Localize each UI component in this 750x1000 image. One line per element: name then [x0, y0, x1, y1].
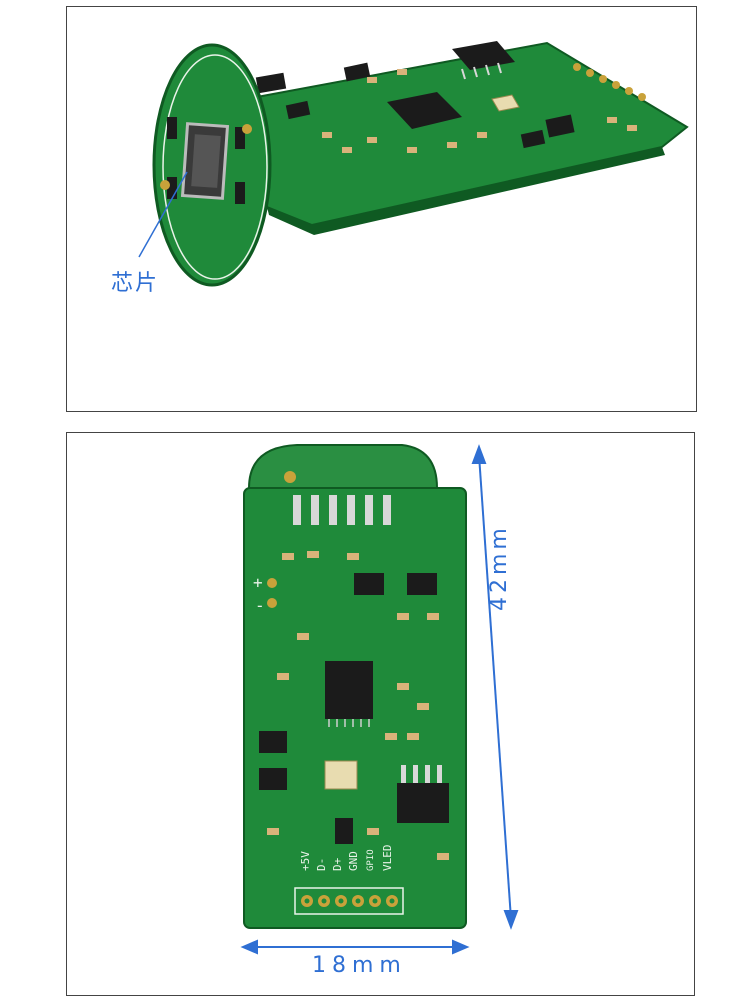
pin-label-dplus: D+	[331, 857, 344, 871]
pin-label-5v: +5V	[299, 851, 312, 871]
pin-label-gnd: GND	[347, 851, 360, 871]
pin-label-vled: VLED	[381, 845, 394, 872]
pin-label-gpio: GPIO	[366, 849, 376, 871]
sensor-dome	[247, 444, 439, 489]
height-dimension-arrow	[471, 444, 519, 930]
chip-callout-label: 芯片	[111, 271, 160, 296]
minus-mark: -	[255, 596, 265, 615]
pin-labels: +5V D- D+ GND GPIO VLED	[299, 845, 394, 872]
mcu-chip	[325, 661, 373, 719]
crystal	[491, 94, 520, 112]
regulator-chip-1	[354, 573, 384, 595]
pin-label-dminus: D-	[315, 858, 328, 871]
flash-chip	[452, 41, 515, 70]
top-photo-panel: 芯片	[66, 6, 697, 412]
pcb-top-view-photo: + -	[240, 444, 519, 955]
mcu-chip	[387, 92, 462, 129]
bottom-photo-panel: + -	[66, 432, 695, 996]
flash-chip	[397, 783, 449, 823]
plus-mark: +	[253, 573, 263, 592]
top-pins	[293, 495, 391, 525]
height-dimension-label: 42mm	[487, 524, 512, 611]
width-dimension-arrow	[240, 939, 470, 955]
header-pads	[573, 63, 646, 101]
regulator-chip-2	[407, 573, 437, 595]
crystal	[324, 760, 358, 790]
callout-line	[138, 171, 188, 258]
width-dimension-label: 18mm	[312, 953, 407, 978]
pcb-angled-photo	[138, 41, 689, 287]
